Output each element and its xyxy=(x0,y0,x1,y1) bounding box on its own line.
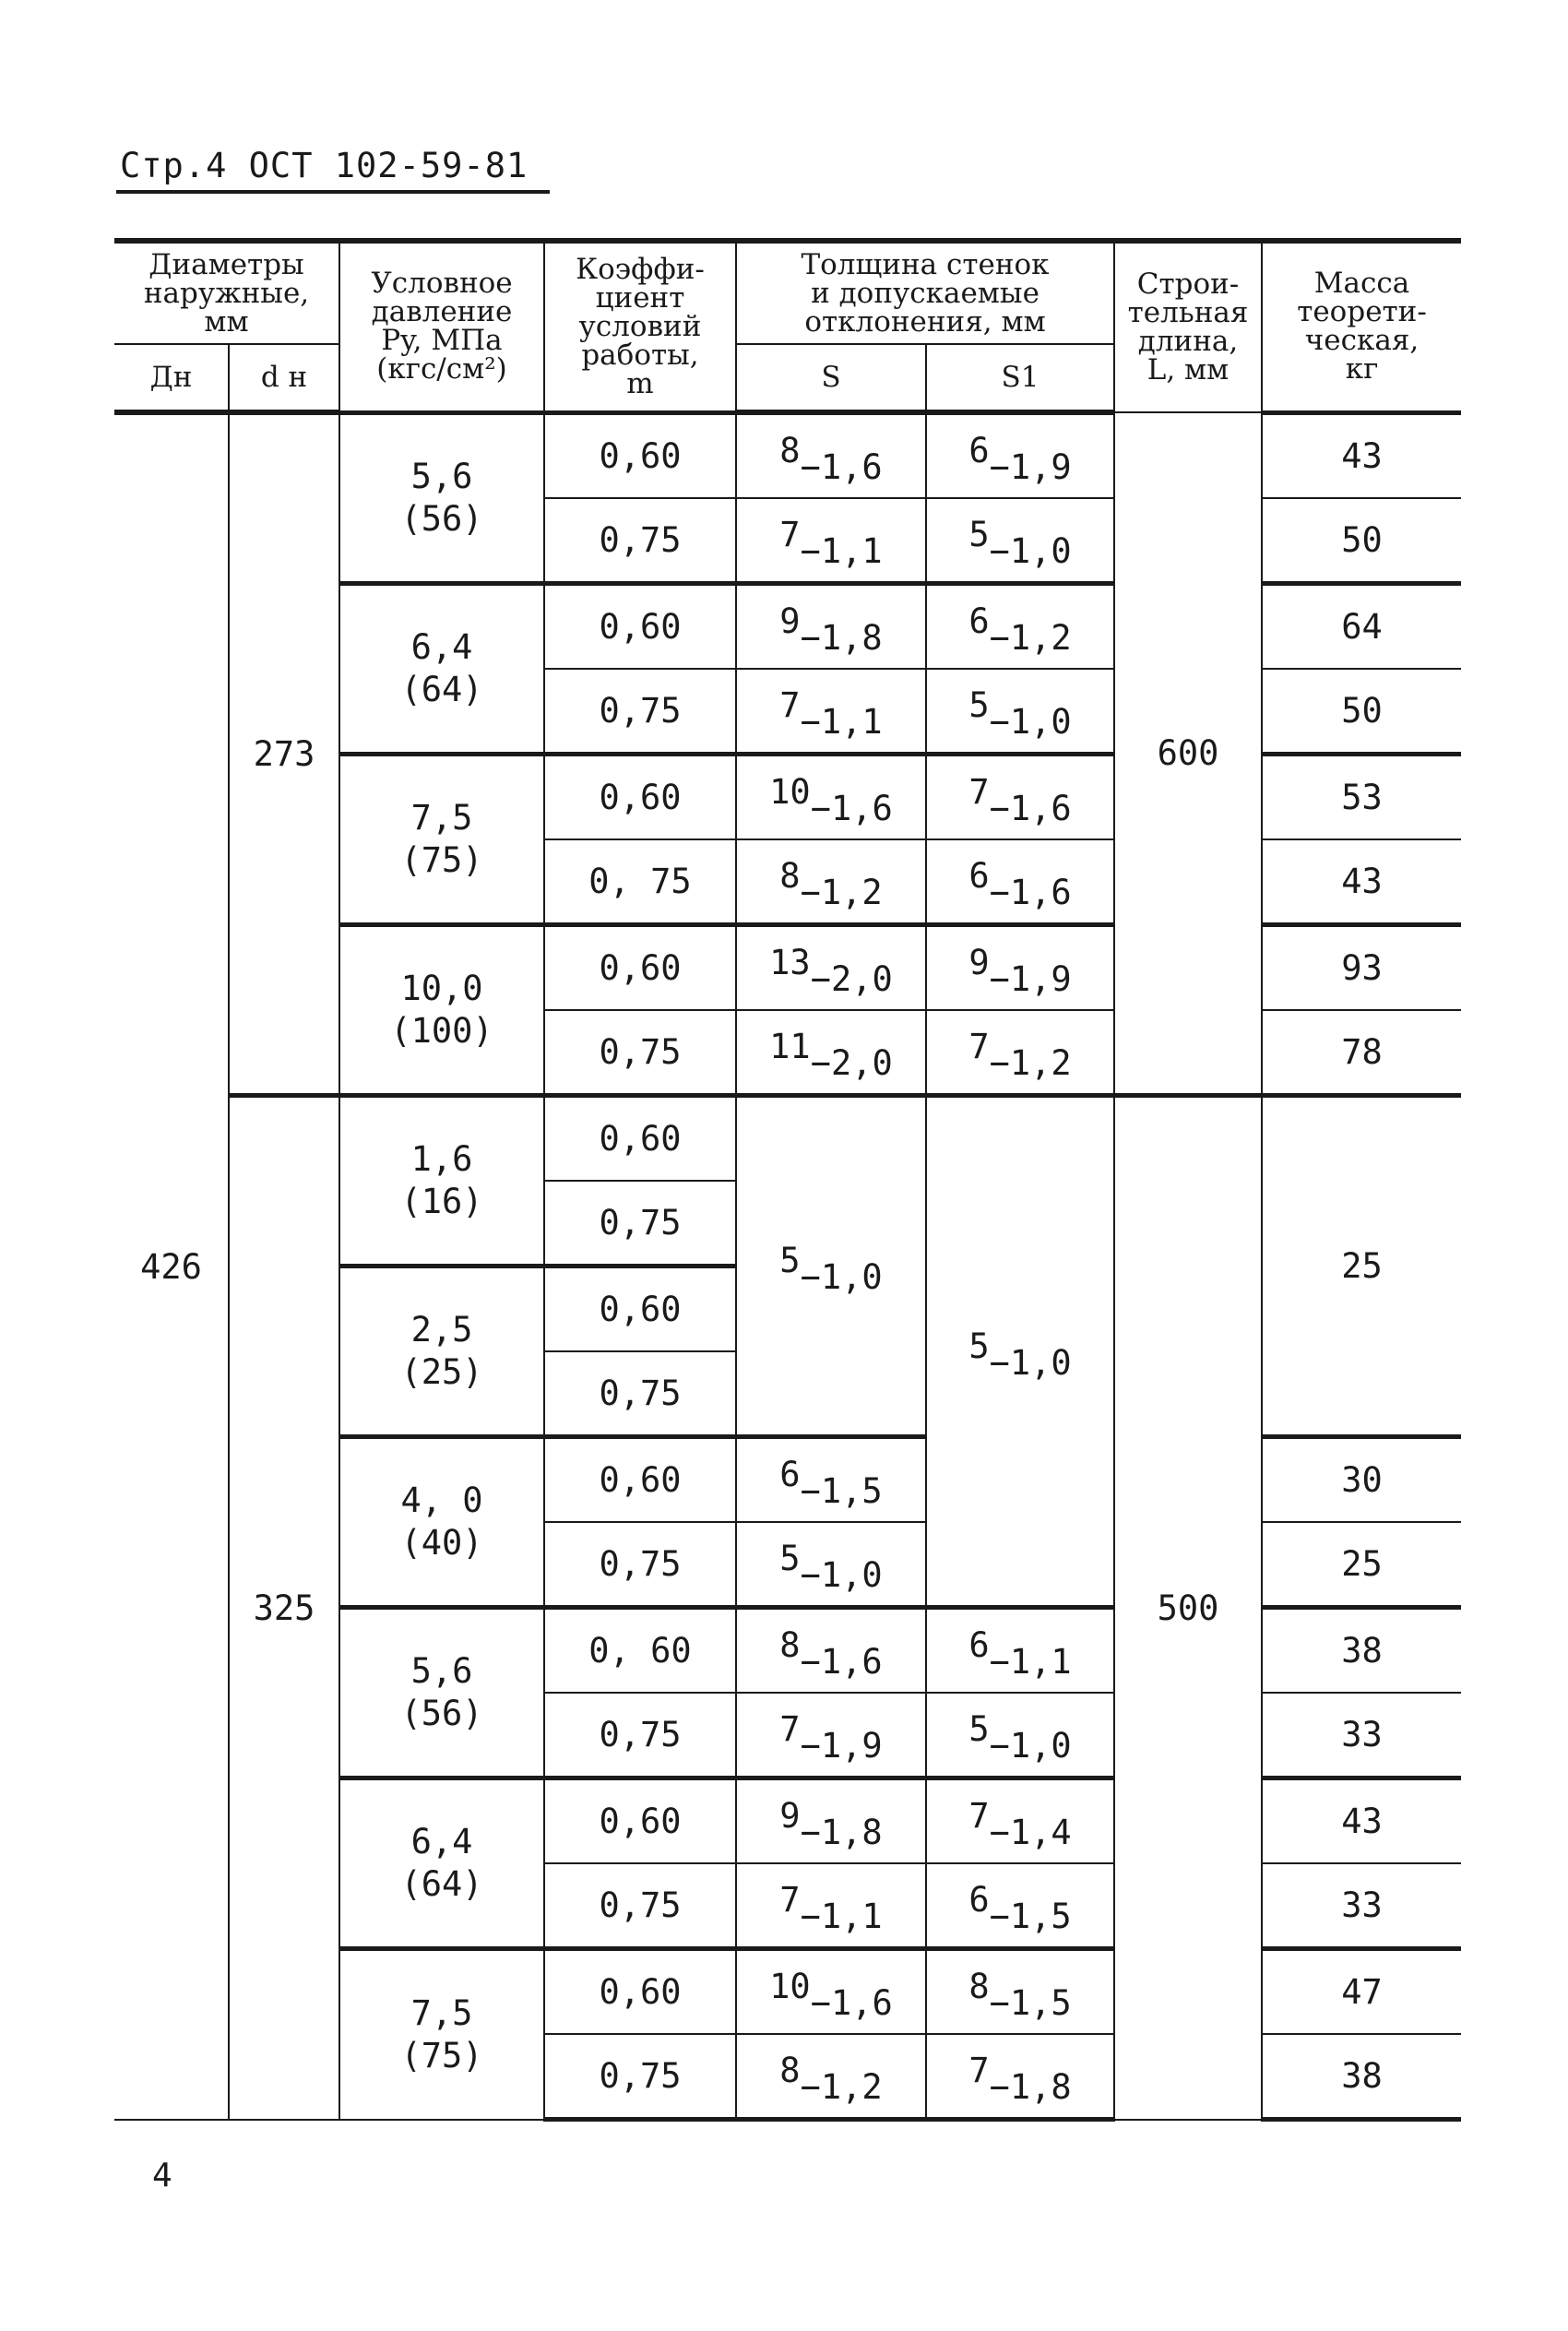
pressure-cell: 5,6(56) xyxy=(339,1605,545,1779)
s1-cell: 5−1,0 xyxy=(924,497,1116,585)
pressure-cell: 2,5(25) xyxy=(339,1264,545,1438)
coef-cell: 0,60 xyxy=(543,922,737,1011)
s1-cell: 7−1,2 xyxy=(924,1009,1116,1097)
s1-merged-cell: 5−1,0 xyxy=(924,1093,1116,1609)
coef-cell: 0,60 xyxy=(543,581,737,670)
mass-cell: 53 xyxy=(1261,752,1462,840)
s-merged-cell: 5−1,0 xyxy=(735,1093,927,1438)
page-number: 4 xyxy=(152,2157,172,2194)
coef-cell: 0,75 xyxy=(543,1180,737,1267)
s1-cell: 8−1,5 xyxy=(924,1946,1116,2035)
mass-cell: 38 xyxy=(1261,1605,1462,1694)
mass-cell: 93 xyxy=(1261,922,1462,1011)
col-s1: S1 xyxy=(924,343,1116,415)
col-s: S xyxy=(735,343,927,415)
s1-cell: 6−1,6 xyxy=(924,838,1116,926)
col-dn-inner: d н xyxy=(228,343,340,415)
mass-cell: 47 xyxy=(1261,1946,1462,2035)
col-length: Строи- тельная длина, L, мм xyxy=(1113,238,1264,413)
col-pressure: Условное давление Py, МПа (кгс/см²) xyxy=(339,238,545,413)
pressure-cell: 5,6(56) xyxy=(339,410,545,585)
coef-cell: 0,75 xyxy=(543,1009,737,1097)
s-cell: 7−1,1 xyxy=(735,1862,927,1950)
s-cell: 6−1,5 xyxy=(735,1434,927,1523)
s-cell: 7−1,9 xyxy=(735,1692,927,1779)
mass-cell: 33 xyxy=(1261,1692,1462,1779)
coef-cell: 0,75 xyxy=(543,1692,737,1779)
pressure-cell: 10,0(100) xyxy=(339,922,545,1097)
title-underline xyxy=(116,190,550,194)
length-value: 500 xyxy=(1113,1093,1264,2121)
pressure-cell: 6,4(64) xyxy=(339,1776,545,1950)
spec-table: Диаметры наружные, мм Условное давление … xyxy=(114,238,1462,2122)
dn-inner-value: 273 xyxy=(228,411,340,1097)
coef-cell: 0,60 xyxy=(543,752,737,840)
s1-cell: 5−1,0 xyxy=(924,1692,1116,1779)
s-cell: 8−1,6 xyxy=(735,1605,927,1694)
col-diameters: Диаметры наружные, мм xyxy=(114,238,340,345)
s-cell: 7−1,1 xyxy=(735,497,927,585)
mass-cell: 30 xyxy=(1261,1434,1462,1523)
coef-cell: 0,75 xyxy=(543,668,737,755)
s-cell: 11−2,0 xyxy=(735,1009,927,1097)
s-cell: 9−1,8 xyxy=(735,1776,927,1864)
coef-cell: 0,60 xyxy=(543,1093,737,1182)
s1-cell: 7−1,4 xyxy=(924,1776,1116,1864)
coef-cell: 0,75 xyxy=(543,1521,737,1609)
mass-cell: 38 xyxy=(1261,2033,1462,2122)
s1-cell: 7−1,6 xyxy=(924,752,1116,840)
s-cell: 9−1,8 xyxy=(735,581,927,670)
s-cell: 8−1,2 xyxy=(735,2033,927,2122)
s-cell: 10−1,6 xyxy=(735,752,927,840)
mass-cell: 43 xyxy=(1261,1776,1462,1864)
s1-cell: 6−1,9 xyxy=(924,410,1116,499)
s-cell: 10−1,6 xyxy=(735,1946,927,2035)
s1-cell: 9−1,9 xyxy=(924,922,1116,1011)
pressure-cell: 7,5(75) xyxy=(339,1946,545,2121)
dn-outer-value: 426 xyxy=(114,411,230,2121)
mass-cell: 33 xyxy=(1261,1862,1462,1950)
s1-cell: 5−1,0 xyxy=(924,668,1116,755)
s1-cell: 6−1,2 xyxy=(924,581,1116,670)
coef-cell: 0, 60 xyxy=(543,1605,737,1694)
mass-cell: 64 xyxy=(1261,581,1462,670)
page-title: Стр.4 ОСТ 102-59-81 xyxy=(120,146,529,185)
coef-cell: 0,60 xyxy=(543,1946,737,2035)
length-value: 600 xyxy=(1113,411,1264,1097)
coef-cell: 0,60 xyxy=(543,1264,737,1352)
col-coefficient: Коэффи- циент условий работы, m xyxy=(543,238,737,413)
s1-cell: 6−1,5 xyxy=(924,1862,1116,1950)
mass-cell: 50 xyxy=(1261,497,1462,585)
mass-cell: 25 xyxy=(1261,1521,1462,1609)
col-mass: Масса теорети- ческая, кг xyxy=(1261,238,1462,413)
col-dn-outer: Дн xyxy=(114,343,230,415)
pressure-cell: 7,5(75) xyxy=(339,752,545,926)
coef-cell: 0,60 xyxy=(543,1434,737,1523)
dn-inner-value: 325 xyxy=(228,1093,340,2121)
pressure-cell: 6,4(64) xyxy=(339,581,545,755)
mass-cell: 43 xyxy=(1261,410,1462,499)
mass-merged-cell: 25 xyxy=(1261,1093,1462,1438)
s-cell: 8−1,2 xyxy=(735,838,927,926)
mass-cell: 78 xyxy=(1261,1009,1462,1097)
coef-cell: 0,60 xyxy=(543,1776,737,1864)
s1-cell: 6−1,1 xyxy=(924,1605,1116,1694)
s-cell: 7−1,1 xyxy=(735,668,927,755)
mass-cell: 50 xyxy=(1261,668,1462,755)
coef-cell: 0,75 xyxy=(543,2033,737,2122)
mass-cell: 43 xyxy=(1261,838,1462,926)
s-cell: 13−2,0 xyxy=(735,922,927,1011)
col-thickness: Толщина стенок и допускаемые отклонения,… xyxy=(734,238,1116,345)
coef-cell: 0,75 xyxy=(543,1350,737,1438)
pressure-cell: 4, 0(40) xyxy=(339,1434,545,1609)
coef-cell: 0,60 xyxy=(543,410,737,499)
s1-cell: 7−1,8 xyxy=(924,2033,1116,2122)
coef-cell: 0, 75 xyxy=(543,838,737,926)
coef-cell: 0,75 xyxy=(543,1862,737,1950)
coef-cell: 0,75 xyxy=(543,497,737,585)
pressure-cell: 1,6(16) xyxy=(339,1093,545,1267)
s-cell: 5−1,0 xyxy=(735,1521,927,1609)
s-cell: 8−1,6 xyxy=(735,410,927,499)
